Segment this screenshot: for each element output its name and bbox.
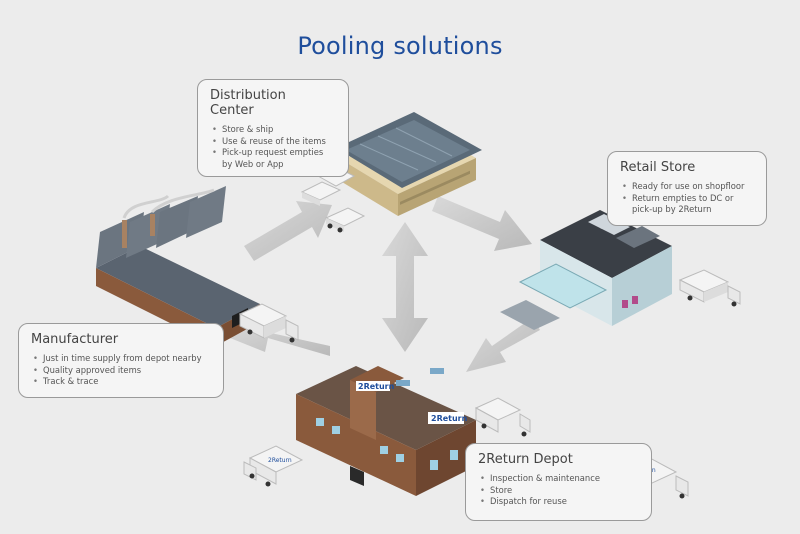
list-item: Ready for use on shopfloor [622, 181, 754, 193]
arrow-retail-to-depot [466, 318, 540, 372]
distribution-center-title: Distribution Center [210, 88, 286, 118]
depot-title: 2Return Depot [478, 452, 573, 467]
list-item: Use & reuse of the items [212, 136, 336, 148]
depot-list: Inspection & maintenance Store Dispatch … [478, 473, 639, 508]
manufacturer-building [96, 186, 260, 346]
list-item: Quality approved items [33, 365, 211, 377]
depot-building: 2Return 2Return [296, 366, 476, 496]
list-item: Track & trace [33, 376, 211, 388]
distribution-center-building [336, 112, 482, 216]
distribution-center-card: Distribution Center Store & ship Use & r… [197, 79, 349, 177]
retail-truck [678, 269, 741, 307]
retail-store-list: Ready for use on shopfloor Return emptie… [620, 181, 754, 216]
list-item: Dispatch for reuse [480, 496, 639, 508]
list-item: Return empties to DC or pick-up by 2Retu… [622, 193, 754, 216]
manufacturer-title: Manufacturer [31, 332, 119, 347]
retail-store-building [500, 210, 672, 330]
retail-store-title: Retail Store [620, 160, 696, 175]
distribution-center-list: Store & ship Use & reuse of the items Pi… [210, 124, 336, 170]
depot-card: 2Return Depot Inspection & maintenance S… [465, 443, 652, 521]
page-title: Pooling solutions [297, 32, 503, 60]
list-item: Inspection & maintenance [480, 473, 639, 485]
arrow-manufacturer-to-dc [244, 201, 332, 261]
manufacturer-list: Just in time supply from depot nearby Qu… [31, 353, 211, 388]
arrow-dc-to-retail [432, 196, 532, 251]
depot-truck-left-brand: 2Return [268, 457, 292, 464]
manufacturer-truck [238, 303, 299, 343]
manufacturer-card: Manufacturer Just in time supply from de… [18, 323, 224, 398]
retail-store-card: Retail Store Ready for use on shopfloor … [607, 151, 767, 226]
depot-sign-brand-top: 2Return [358, 382, 395, 391]
list-item: Store [480, 485, 639, 497]
depot-sign-brand-side: 2Return [431, 414, 468, 423]
list-item: Store & ship [212, 124, 336, 136]
list-item: Just in time supply from depot nearby [33, 353, 211, 365]
list-item: Pick-up request empties by Web or App [212, 147, 336, 170]
flow-arrows [230, 196, 540, 372]
arrow-dc-depot-bidirectional [382, 222, 428, 352]
